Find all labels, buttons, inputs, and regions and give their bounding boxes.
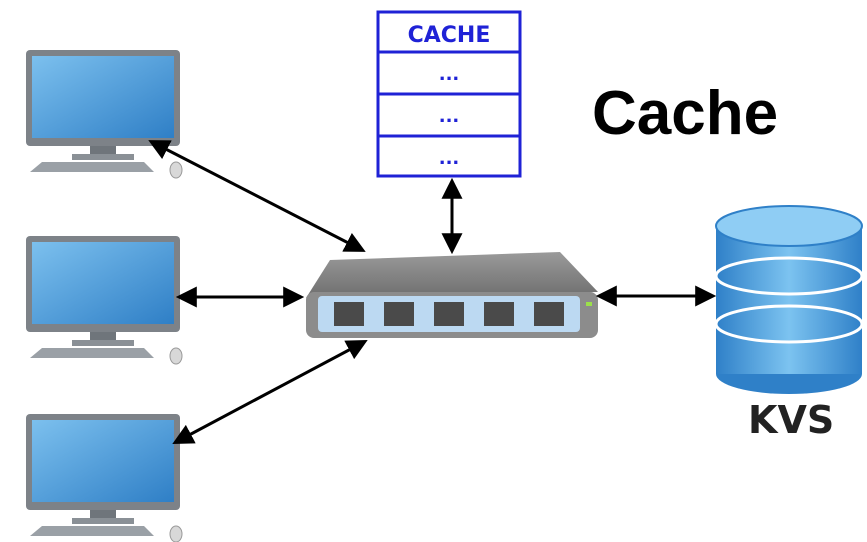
database-icon xyxy=(714,205,864,394)
cache-row: ... xyxy=(439,148,460,169)
cache-row: ... xyxy=(439,64,460,85)
kvs-label: KVS xyxy=(748,398,835,442)
computer-icon xyxy=(26,236,183,365)
computer-icon xyxy=(26,414,183,542)
link-arrow xyxy=(148,140,366,252)
network-switch-icon xyxy=(306,252,598,338)
computer-icon xyxy=(26,50,183,179)
cache-header: CACHE xyxy=(408,23,491,48)
cache-box: CACHE ... ... ... xyxy=(376,10,522,178)
link-arrow xyxy=(172,340,368,444)
diagram-title: Cache xyxy=(592,79,779,148)
cache-row: ... xyxy=(439,106,460,127)
